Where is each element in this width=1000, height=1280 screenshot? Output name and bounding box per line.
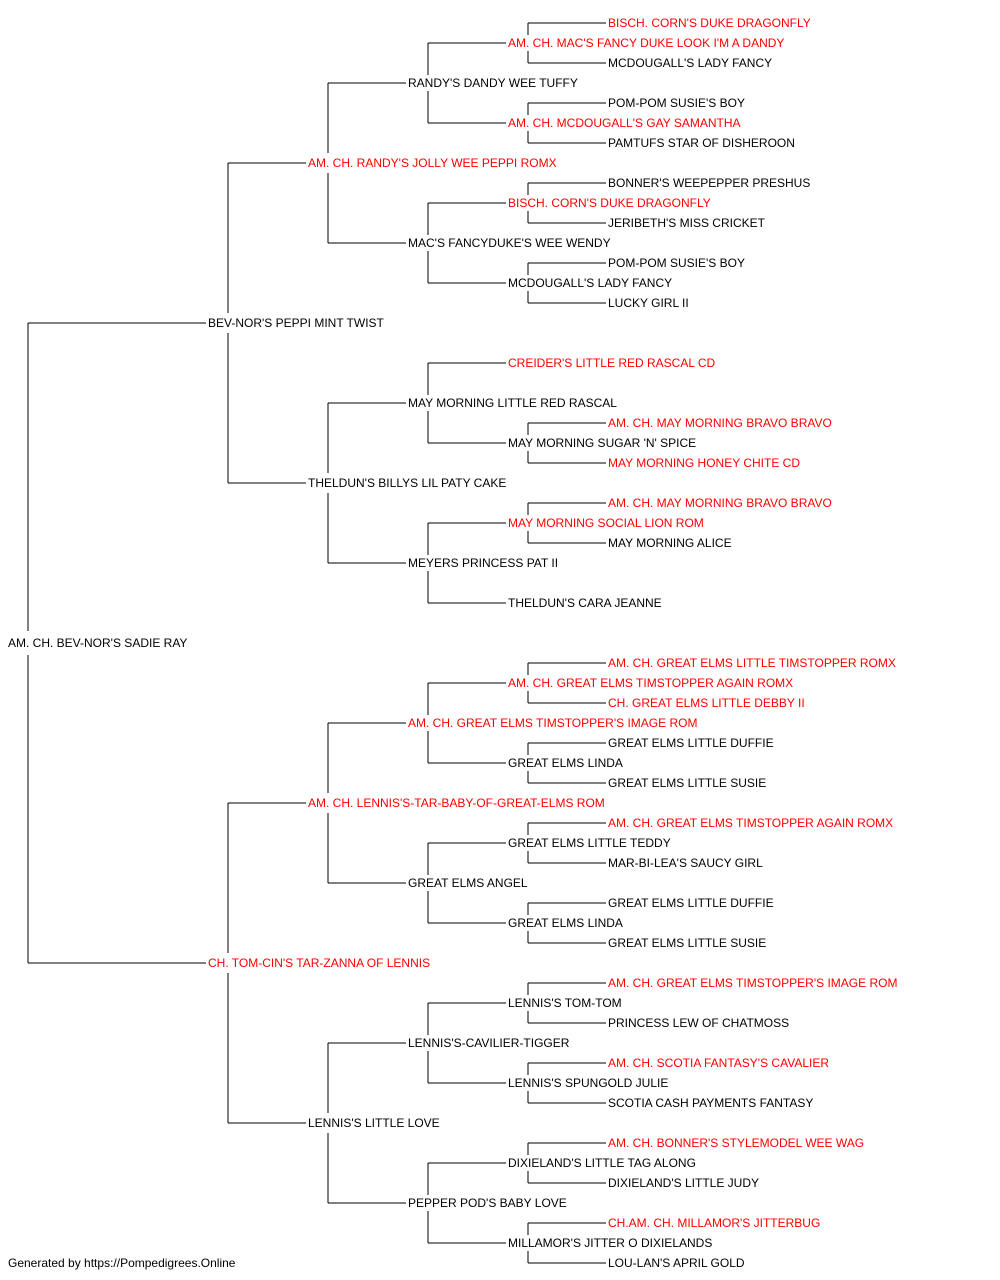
dam-name-gen5: SCOTIA CASH PAYMENTS FANTASY <box>608 1096 813 1110</box>
dam-name-gen4: MCDOUGALL'S LADY FANCY <box>508 276 672 290</box>
sire-name-gen5: POM-POM SUSIE'S BOY <box>608 256 745 270</box>
dam-name-gen5: CH. GREAT ELMS LITTLE DEBBY II <box>608 696 805 710</box>
dam-name-gen1: CH. TOM-CIN'S TAR-ZANNA OF LENNIS <box>208 956 430 970</box>
sire-name-gen3: AM. CH. GREAT ELMS TIMSTOPPER'S IMAGE RO… <box>408 716 697 730</box>
sire-name-gen5: AM. CH. GREAT ELMS TIMSTOPPER'S IMAGE RO… <box>608 976 897 990</box>
sire-name-gen4: GREAT ELMS LITTLE TEDDY <box>508 836 671 850</box>
sire-name-gen5: BISCH. CORN'S DUKE DRAGONFLY <box>608 16 811 30</box>
sire-name-gen5: AM. CH. BONNER'S STYLEMODEL WEE WAG <box>608 1136 864 1150</box>
dam-name-gen5: LOU-LAN'S APRIL GOLD <box>608 1256 745 1270</box>
sire-name-gen1: BEV-NOR'S PEPPI MINT TWIST <box>208 316 385 330</box>
dam-name-gen5: DIXIELAND'S LITTLE JUDY <box>608 1176 759 1190</box>
dam-name-gen4: GREAT ELMS LINDA <box>508 756 623 770</box>
pedigree-connectors <box>27 22 606 1264</box>
dam-name-gen5: JERIBETH'S MISS CRICKET <box>608 216 766 230</box>
dam-name-gen5: MAY MORNING HONEY CHITE CD <box>608 456 800 470</box>
sire-name-gen5: AM. CH. MAY MORNING BRAVO BRAVO <box>608 496 832 510</box>
sire-name-gen3: RANDY'S DANDY WEE TUFFY <box>408 76 578 90</box>
sire-name-gen5: CH.AM. CH. MILLAMOR'S JITTERBUG <box>608 1216 820 1230</box>
sire-name-gen4: BISCH. CORN'S DUKE DRAGONFLY <box>508 196 711 210</box>
dam-name-gen4: MILLAMOR'S JITTER O DIXIELANDS <box>508 1236 712 1250</box>
dam-name-gen5: GREAT ELMS LITTLE SUSIE <box>608 776 766 790</box>
dam-name-gen5: MAR-BI-LEA'S SAUCY GIRL <box>608 856 763 870</box>
sire-name-gen3: MAY MORNING LITTLE RED RASCAL <box>408 396 617 410</box>
dam-name-gen3: PEPPER POD'S BABY LOVE <box>408 1196 567 1210</box>
dam-name-gen4: GREAT ELMS LINDA <box>508 916 623 930</box>
pedigree-labels: AM. CH. BEV-NOR'S SADIE RAY BEV-NOR'S PEP… <box>8 16 897 1270</box>
dam-name-gen4: LENNIS'S SPUNGOLD JULIE <box>508 1076 668 1090</box>
dam-name-gen3: MAC'S FANCYDUKE'S WEE WENDY <box>408 236 611 250</box>
sire-name-gen2: AM. CH. LENNIS'S-TAR-BABY-OF-GREAT-ELMS … <box>308 796 605 810</box>
sire-name-gen5: AM. CH. MAY MORNING BRAVO BRAVO <box>608 416 832 430</box>
sire-name-gen5: AM. CH. GREAT ELMS TIMSTOPPER AGAIN ROMX <box>608 816 893 830</box>
dam-name-gen5: PRINCESS LEW OF CHATMOSS <box>608 1016 789 1030</box>
sire-name-gen5: GREAT ELMS LITTLE DUFFIE <box>608 896 774 910</box>
sire-name-gen4: LENNIS'S TOM-TOM <box>508 996 622 1010</box>
dam-name-gen3: GREAT ELMS ANGEL <box>408 876 528 890</box>
dam-name-gen5: MCDOUGALL'S LADY FANCY <box>608 56 772 70</box>
dam-name-gen4: THELDUN'S CARA JEANNE <box>508 596 662 610</box>
sire-name-gen5: AM. CH. SCOTIA FANTASY'S CAVALIER <box>608 1056 829 1070</box>
sire-name-gen3: LENNIS'S-CAVILIER-TIGGER <box>408 1036 570 1050</box>
sire-name-gen5: BONNER'S WEEPEPPER PRESHUS <box>608 176 810 190</box>
dam-name-gen5: LUCKY GIRL II <box>608 296 689 310</box>
sire-name-gen4: AM. CH. GREAT ELMS TIMSTOPPER AGAIN ROMX <box>508 676 793 690</box>
sire-name-gen4: AM. CH. MAC'S FANCY DUKE LOOK I'M A DAND… <box>508 36 784 50</box>
dam-name-gen5: PAMTUFS STAR OF DISHEROON <box>608 136 795 150</box>
dam-name-gen5: MAY MORNING ALICE <box>608 536 732 550</box>
dam-name-gen2: THELDUN'S BILLYS LIL PATY CAKE <box>308 476 506 490</box>
dam-name-gen4: AM. CH. MCDOUGALL'S GAY SAMANTHA <box>508 116 741 130</box>
sire-name-gen5: GREAT ELMS LITTLE DUFFIE <box>608 736 774 750</box>
subject-dog-name: AM. CH. BEV-NOR'S SADIE RAY <box>8 636 187 650</box>
dam-name-gen2: LENNIS'S LITTLE LOVE <box>308 1116 440 1130</box>
sire-name-gen5: POM-POM SUSIE'S BOY <box>608 96 745 110</box>
sire-name-gen5: AM. CH. GREAT ELMS LITTLE TIMSTOPPER ROM… <box>608 656 896 670</box>
sire-name-gen4: DIXIELAND'S LITTLE TAG ALONG <box>508 1156 696 1170</box>
generated-by-footer: Generated by https://Pompedigrees.Online <box>8 1256 236 1270</box>
dam-name-gen3: MEYERS PRINCESS PAT II <box>408 556 558 570</box>
sire-name-gen4: MAY MORNING SOCIAL LION ROM <box>508 516 704 530</box>
sire-name-gen4: CREIDER'S LITTLE RED RASCAL CD <box>508 356 716 370</box>
dam-name-gen4: MAY MORNING SUGAR 'N' SPICE <box>508 436 696 450</box>
dam-name-gen5: GREAT ELMS LITTLE SUSIE <box>608 936 766 950</box>
sire-name-gen2: AM. CH. RANDY'S JOLLY WEE PEPPI ROMX <box>308 156 557 170</box>
